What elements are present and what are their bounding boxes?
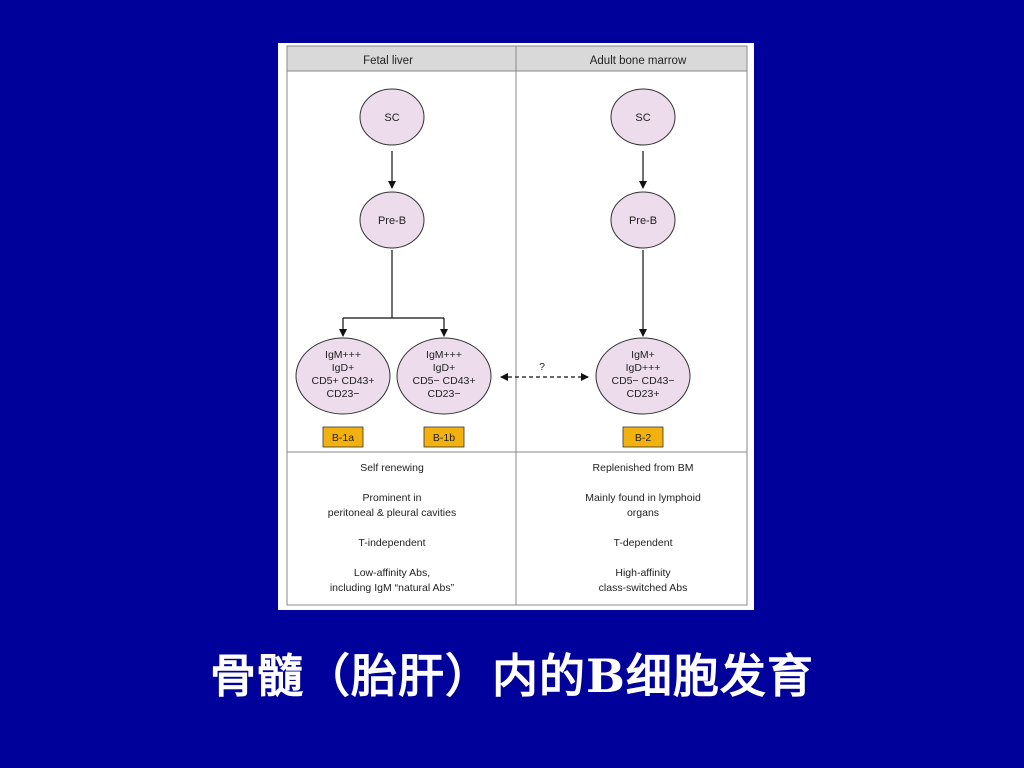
b1a-label-box [322, 426, 364, 448]
preb-cell-fetal [359, 191, 425, 249]
b1a-cell [295, 337, 391, 415]
prop-right-3: organs [627, 507, 659, 519]
b1a-marker-4: CD23− [327, 388, 360, 400]
b1a-label: B-1a [332, 432, 354, 444]
prop-left-6: including IgM “natural Abs” [330, 582, 455, 594]
sc-label-adult: SC [635, 112, 650, 124]
prop-left-4: T-independent [358, 537, 425, 549]
prop-right-5: High-affinity [615, 567, 671, 579]
b1b-label-box [423, 426, 465, 448]
b2-cell [595, 337, 691, 415]
header-adult-bone-marrow: Adult bone marrow [590, 55, 687, 67]
b1b-marker-4: CD23− [428, 388, 461, 400]
header-fetal-liver: Fetal liver [363, 55, 413, 67]
prop-left-2: Prominent in [363, 492, 422, 504]
sc-cell-adult [610, 88, 676, 146]
b1b-cell [396, 337, 492, 415]
prop-left-5: Low-affinity Abs, [354, 567, 430, 579]
b1b-marker-2: IgD+ [433, 362, 455, 374]
b2-label-box [622, 426, 664, 448]
sc-cell-fetal [359, 88, 425, 146]
sc-label-fetal: SC [384, 112, 399, 124]
preb-label-adult: Pre-B [629, 215, 657, 227]
prop-right-1: Replenished from BM [593, 462, 694, 474]
prop-right-4: T-dependent [614, 537, 673, 549]
b1a-marker-1: IgM+++ [325, 349, 361, 361]
prop-right-2: Mainly found in lymphoid [585, 492, 701, 504]
b2-marker-1: IgM+ [631, 349, 655, 361]
relation-question-mark: ? [539, 361, 545, 373]
slide-caption: 骨髓（胎肝）内的B细胞发育 [210, 649, 814, 703]
b1b-marker-1: IgM+++ [426, 349, 462, 361]
b2-label: B-2 [635, 432, 652, 444]
b1a-marker-2: IgD+ [332, 362, 354, 374]
preb-label-fetal: Pre-B [378, 215, 406, 227]
b1b-label: B-1b [433, 432, 455, 444]
b2-marker-3: CD5− CD43− [611, 375, 674, 387]
header-bar [286, 45, 748, 72]
b1a-marker-3: CD5+ CD43+ [311, 375, 374, 387]
b2-marker-2: IgD+++ [626, 362, 661, 374]
b2-marker-4: CD23+ [627, 388, 660, 400]
prop-right-6: class-switched Abs [599, 582, 688, 594]
prop-left-3: peritoneal & pleural cavities [328, 507, 456, 519]
prop-left-1: Self renewing [360, 462, 424, 474]
preb-cell-adult [610, 191, 676, 249]
b1b-marker-3: CD5− CD43+ [412, 375, 475, 387]
b-cell-development-figure: Fetal liver Adult bone marrow SC Pre-B I… [278, 43, 754, 610]
figure-svg: Fetal liver Adult bone marrow SC Pre-B I… [286, 45, 748, 606]
figure-frame [286, 45, 748, 606]
